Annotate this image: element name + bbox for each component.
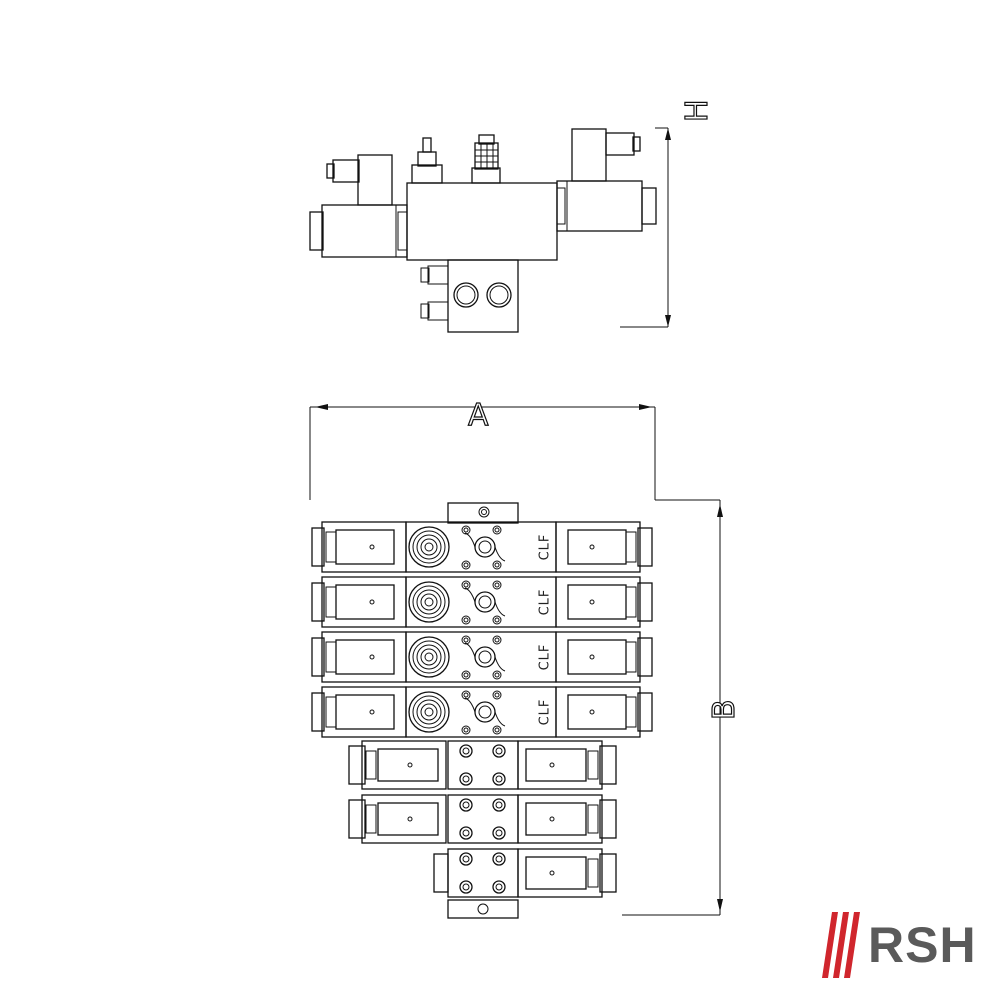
bolt <box>459 798 473 812</box>
logo-slash <box>822 912 838 978</box>
bolt <box>492 670 502 680</box>
valve-body <box>405 576 557 628</box>
logo-text: RSH <box>868 917 977 973</box>
bolt <box>492 635 502 645</box>
large-valve-station: CLF <box>311 521 653 573</box>
port <box>474 701 496 723</box>
dimension-label-h: H <box>680 99 715 122</box>
valve-body <box>447 794 519 844</box>
right-solenoid-coil <box>555 521 641 573</box>
left-solenoid-coil <box>361 794 447 844</box>
bolt <box>492 560 502 570</box>
bolt <box>492 744 506 758</box>
logo-slash <box>833 912 849 978</box>
bolt <box>492 772 506 786</box>
logo-slash-mark <box>822 912 860 978</box>
small-valve-station <box>348 740 617 790</box>
port <box>474 536 496 558</box>
bolt <box>459 880 473 894</box>
bolt <box>461 615 471 625</box>
dimension-label-a: A <box>468 398 489 433</box>
bolt <box>492 826 506 840</box>
adjuster-knob <box>408 526 450 568</box>
clf-plate-label: CLF <box>538 644 553 671</box>
side-right-solenoid <box>556 128 657 232</box>
bolt <box>459 744 473 758</box>
adjuster-knob <box>408 581 450 623</box>
bolt <box>492 880 506 894</box>
valve-body <box>405 631 557 683</box>
large-valve-stations: CLF CLF CLF CLF <box>311 521 653 738</box>
large-valve-station: CLF <box>311 686 653 738</box>
left-solenoid-coil <box>361 740 447 790</box>
front-view: A B CLF CLF CLF CLF <box>309 397 743 919</box>
adjuster-knob <box>408 691 450 733</box>
bolt <box>459 772 473 786</box>
valve-body <box>447 740 519 790</box>
bolt <box>461 525 471 535</box>
right-solenoid-coil <box>555 631 641 683</box>
right-solenoid-coil <box>517 740 603 790</box>
right-solenoid-coil <box>555 686 641 738</box>
valve-body <box>405 521 557 573</box>
logo-slash <box>844 912 860 978</box>
bolt <box>461 635 471 645</box>
bolt <box>492 798 506 812</box>
small-valve-stations <box>348 740 617 898</box>
large-valve-station: CLF <box>311 631 653 683</box>
valve-body <box>405 686 557 738</box>
bolt <box>461 670 471 680</box>
right-solenoid-coil <box>517 848 603 898</box>
right-solenoid-coil <box>517 794 603 844</box>
rsh-logo: RSH <box>818 910 988 980</box>
bolt <box>459 826 473 840</box>
bolt <box>492 525 502 535</box>
dimension-label-b: B <box>707 699 742 720</box>
port <box>474 591 496 613</box>
valve-body <box>447 848 519 898</box>
bolt <box>492 580 502 590</box>
bolt <box>492 725 502 735</box>
clf-plate-label: CLF <box>538 589 553 616</box>
side-view: H <box>309 99 716 333</box>
large-valve-station: CLF <box>311 576 653 628</box>
bolt <box>459 852 473 866</box>
bolt <box>492 852 506 866</box>
small-valve-station <box>433 848 617 898</box>
bolt <box>461 725 471 735</box>
dimension-a <box>309 404 720 501</box>
bolt <box>492 690 502 700</box>
dimension-b <box>622 500 723 916</box>
port <box>474 646 496 668</box>
right-solenoid-coil <box>555 576 641 628</box>
clf-plate-label: CLF <box>538 699 553 726</box>
adjuster-knob <box>408 636 450 678</box>
pressure-port-fitting <box>471 134 501 184</box>
small-valve-station <box>348 794 617 844</box>
bolt <box>461 690 471 700</box>
bolt <box>461 560 471 570</box>
clf-plate-label: CLF <box>538 534 553 561</box>
bolt <box>492 615 502 625</box>
dimension-h <box>620 127 671 328</box>
bolt <box>461 580 471 590</box>
side-left-solenoid <box>309 154 408 258</box>
